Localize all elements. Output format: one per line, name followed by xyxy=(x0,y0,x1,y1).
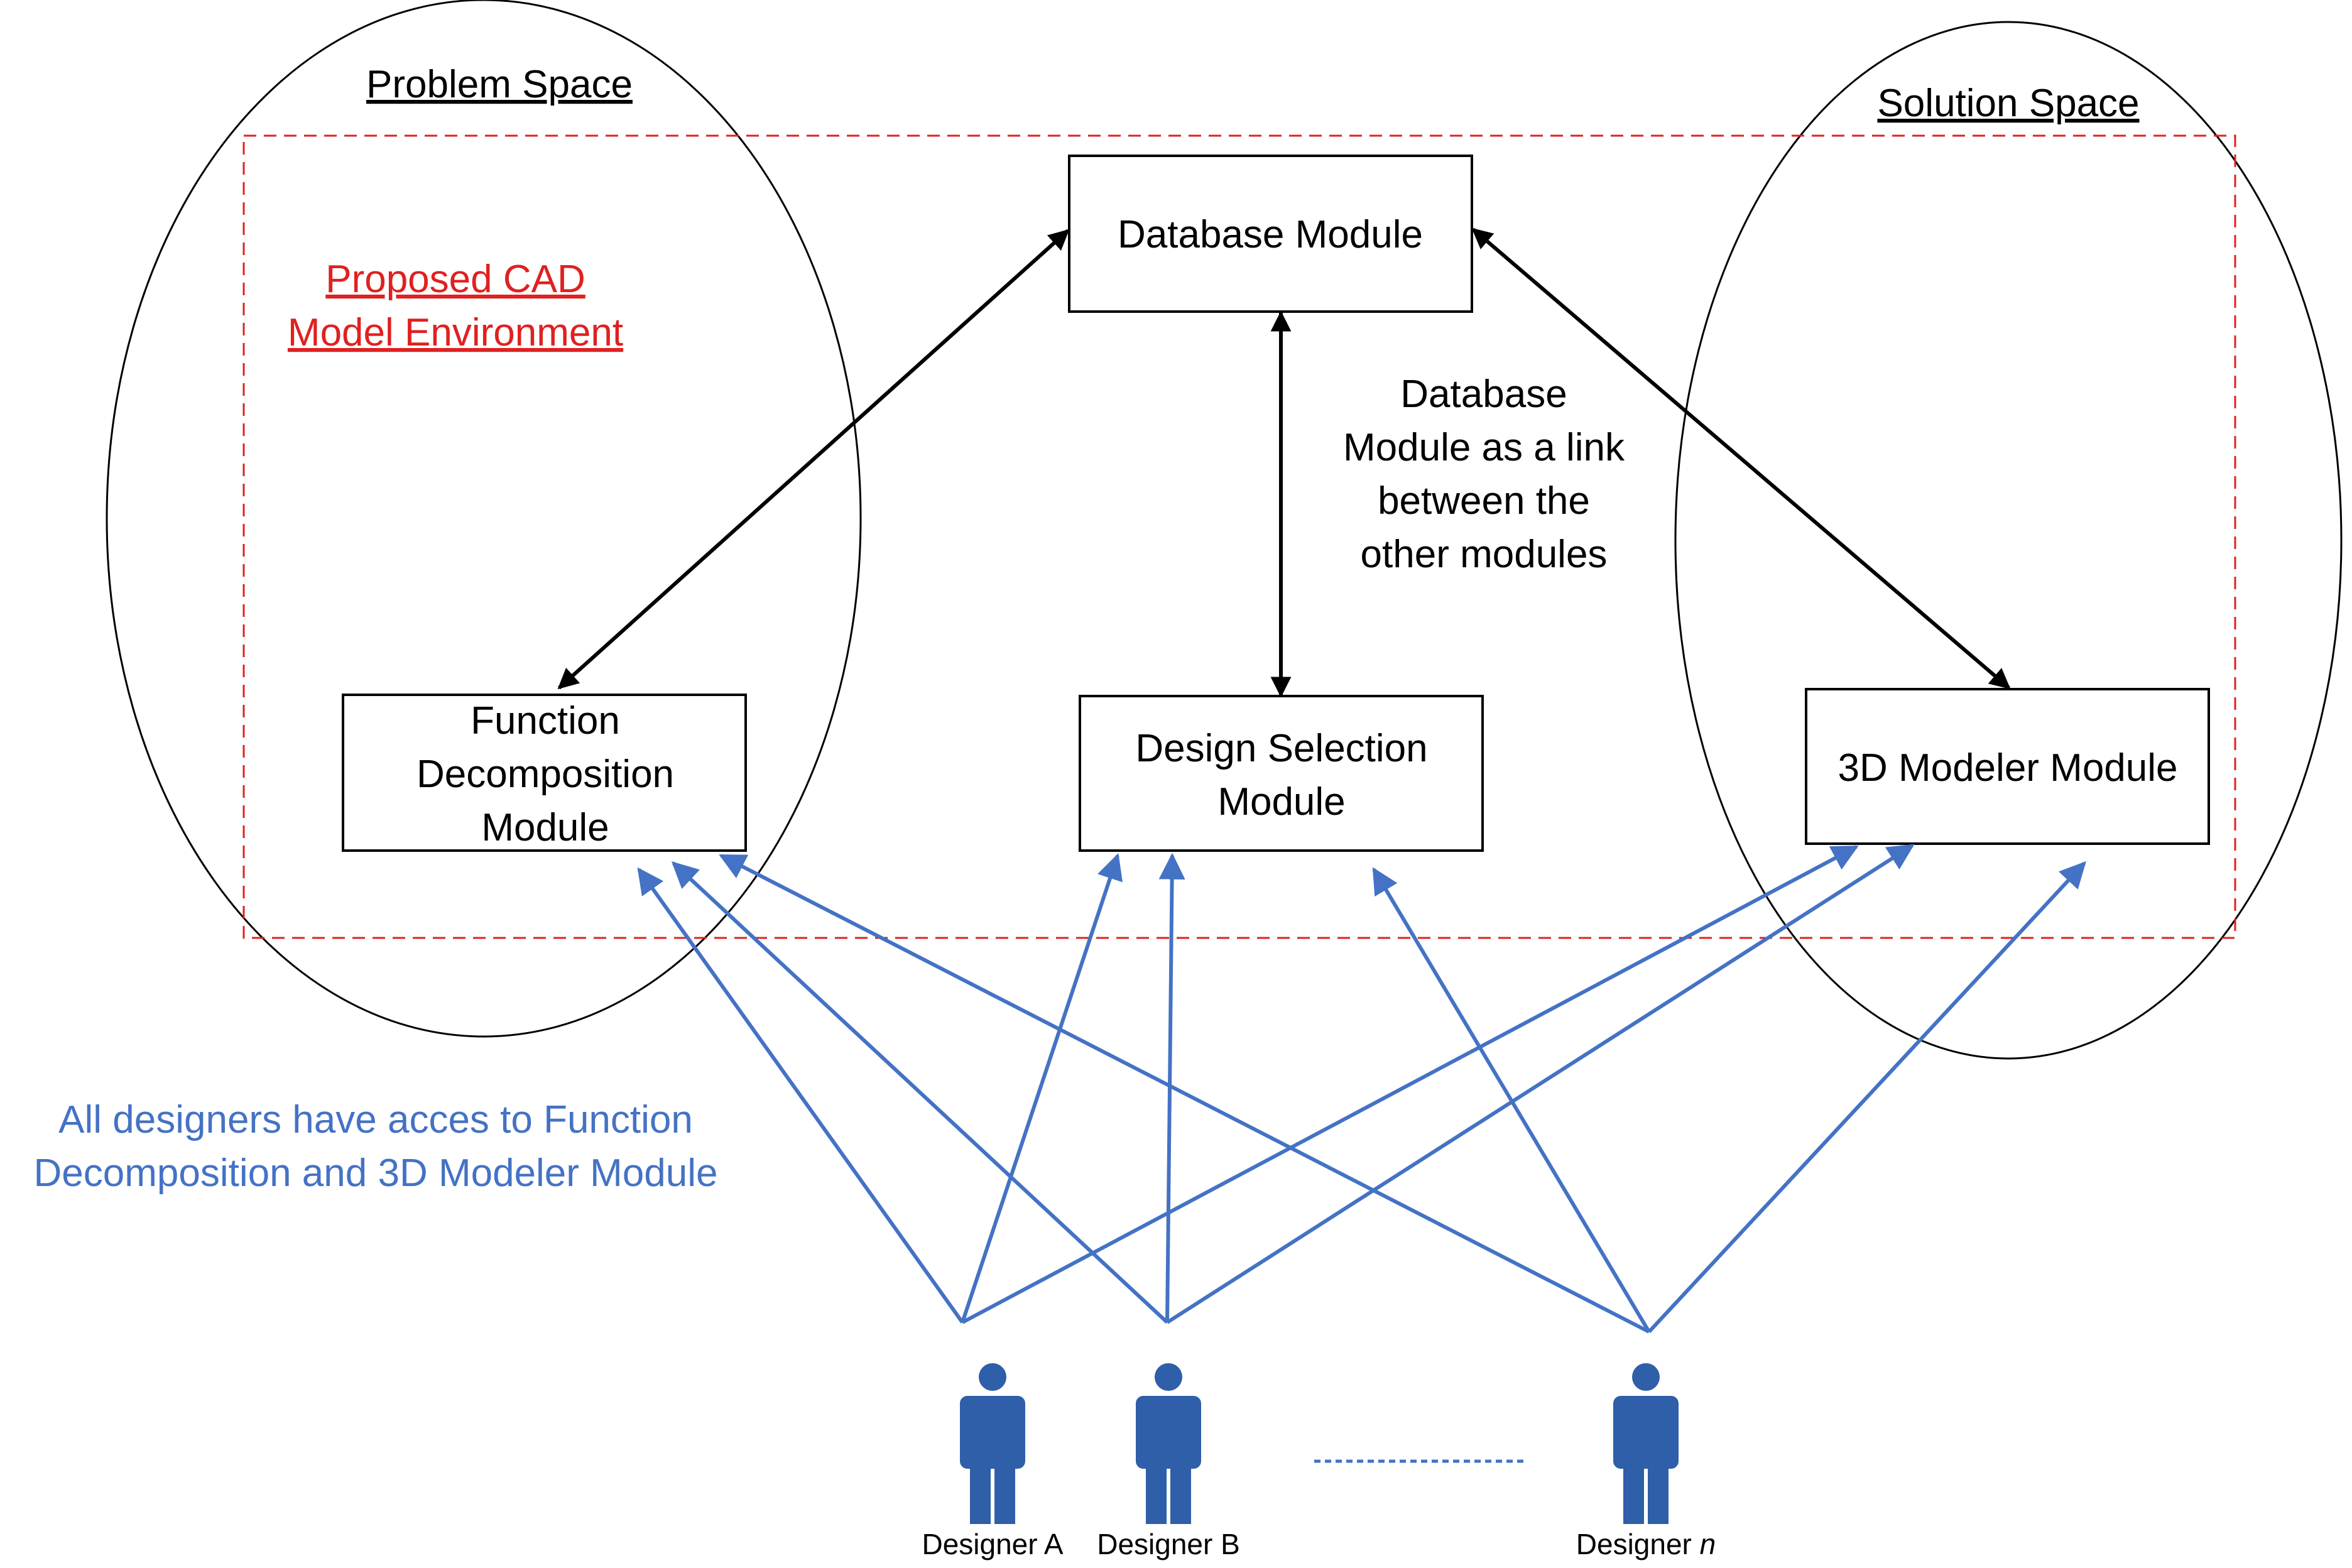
access-arrow xyxy=(1372,867,1651,1333)
designer-a-person-icon xyxy=(960,1363,1025,1524)
designer-b-person-icon xyxy=(1136,1363,1201,1524)
access-arrow xyxy=(671,861,1169,1324)
access-note-line1: All designers have acces to Function xyxy=(58,1098,693,1141)
designer-b-access-arrows xyxy=(671,844,1915,1324)
designer-n-label-suffix: n xyxy=(1700,1528,1716,1560)
designer-a-access-arrows xyxy=(637,845,1859,1324)
function-decomposition-module: Function Decomposition Module xyxy=(342,694,747,852)
database-note-line2: Module as a link xyxy=(1343,426,1625,469)
database-module: Database Module xyxy=(1068,155,1473,313)
3d-modeler-module: 3D Modeler Module xyxy=(1805,688,2210,845)
3d-modeler-label: 3D Modeler Module xyxy=(1838,746,2177,790)
access-arrow xyxy=(637,867,964,1324)
database-note-line1: Database xyxy=(1400,373,1567,416)
function-decomposition-label-line2: Decomposition xyxy=(416,753,674,796)
access-arrow xyxy=(961,845,1859,1324)
design-selection-label-line1: Design Selection xyxy=(1135,727,1427,770)
access-arrow xyxy=(1647,861,2086,1334)
arrow-database-3d-modeler xyxy=(1471,227,2011,690)
designer-n-label-prefix: Designer xyxy=(1576,1528,1700,1560)
designer-n-label: Designer n xyxy=(1576,1528,1716,1560)
solution-space-label: Solution Space xyxy=(1877,82,2139,125)
design-selection-module: Design Selection Module xyxy=(1079,695,1484,852)
designer-n-person-icon xyxy=(1613,1363,1679,1524)
design-selection-label-line2: Module xyxy=(1217,780,1345,824)
problem-space-label: Problem Space xyxy=(366,63,633,106)
designer-b-label: Designer B xyxy=(1097,1528,1240,1560)
access-arrow xyxy=(1166,844,1915,1324)
database-note-line3: between the xyxy=(1378,479,1590,523)
environment-label-line2: Model Environment xyxy=(288,311,623,354)
access-arrow xyxy=(1158,852,1185,1323)
access-arrow xyxy=(961,853,1123,1323)
function-decomposition-label-line3: Module xyxy=(481,806,609,849)
function-decomposition-label-line1: Function xyxy=(471,699,620,743)
environment-label-line1: Proposed CAD xyxy=(325,258,585,301)
arrow-database-function xyxy=(557,229,1070,690)
cad-environment-boundary xyxy=(242,134,2236,939)
access-note-line2: Decomposition and 3D Modeler Module xyxy=(33,1152,717,1195)
solution-space-ellipse xyxy=(1674,21,2343,1060)
access-arrow xyxy=(719,854,1650,1334)
designer-n-access-arrows xyxy=(719,854,2086,1334)
database-module-label: Database Module xyxy=(1118,213,1423,256)
designer-a-label: Designer A xyxy=(922,1528,1063,1560)
database-note-line4: other modules xyxy=(1361,533,1608,576)
